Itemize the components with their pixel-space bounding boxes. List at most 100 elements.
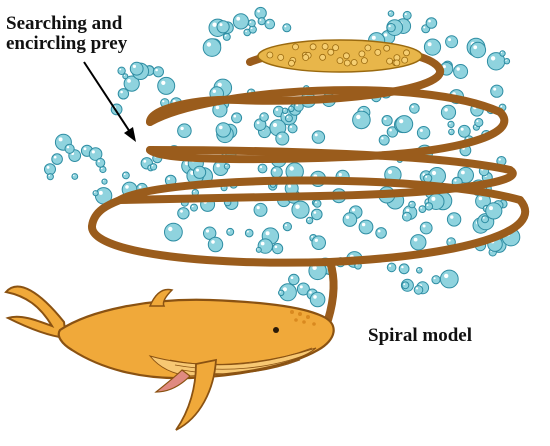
bubble-highlight <box>410 202 412 205</box>
bubble <box>257 163 268 174</box>
bubble-highlight <box>53 155 57 159</box>
bubble-highlight <box>384 117 387 121</box>
bubble-highlight <box>58 137 63 142</box>
bubble-highlight <box>245 30 247 33</box>
bubble-highlight <box>314 238 318 242</box>
spiral-tail-to-whale <box>324 258 338 324</box>
bubble <box>117 88 130 100</box>
bubble <box>457 124 471 138</box>
spiral-loop-2-front <box>146 108 509 164</box>
bubble-highlight <box>417 268 419 270</box>
bubble-highlight <box>500 105 503 108</box>
bubble-highlight <box>419 129 423 132</box>
bubble-highlight <box>155 68 158 72</box>
spiral-loop-2-back <box>146 86 504 126</box>
bubble-highlight <box>361 222 366 227</box>
krill <box>292 43 299 51</box>
bubble-highlight <box>428 19 431 23</box>
bubble <box>71 173 79 180</box>
bubble-highlight <box>101 167 103 170</box>
bubble-highlight <box>219 125 223 130</box>
bubble <box>129 61 144 76</box>
bubble <box>177 207 190 220</box>
bubble-highlight <box>123 74 125 76</box>
bubble-highlight <box>73 174 75 177</box>
searching-prey-label-line1: Searching and <box>6 13 123 34</box>
krill <box>393 59 401 67</box>
bubble <box>416 126 431 140</box>
krill <box>401 56 409 64</box>
bubble <box>481 215 489 224</box>
whale-tail <box>4 285 68 340</box>
bubble-highlight <box>484 206 487 209</box>
bubble-highlight <box>413 237 418 242</box>
bubble-highlight <box>127 79 131 83</box>
bubble-highlight <box>389 264 392 267</box>
bubble-highlight <box>442 65 446 69</box>
bubble <box>425 17 438 29</box>
bubble-highlight <box>284 25 287 28</box>
bubble-highlight <box>311 235 313 238</box>
bubble <box>386 262 397 273</box>
bubble-highlight <box>381 137 384 140</box>
bubble-highlight <box>91 150 95 154</box>
bubble-highlight <box>83 147 87 151</box>
bubble <box>264 18 276 30</box>
bubble <box>244 228 254 238</box>
bubble <box>439 269 459 289</box>
bubble-highlight <box>401 265 404 269</box>
krill <box>266 51 274 59</box>
bubble-highlight <box>426 204 429 207</box>
bubble-highlight <box>162 100 165 103</box>
bubble-highlight <box>151 164 154 167</box>
bubble <box>247 19 256 28</box>
bubble <box>402 10 412 20</box>
prey-swarm <box>257 39 423 73</box>
bubble-highlight <box>371 35 376 40</box>
bubble <box>149 163 158 171</box>
krill <box>309 43 317 51</box>
krill <box>277 54 285 61</box>
bubble <box>101 178 108 185</box>
bubble <box>358 219 374 235</box>
humpback-whale-icon <box>4 285 335 431</box>
bubble-highlight <box>274 245 278 249</box>
bubble-highlight <box>125 185 129 189</box>
searching-prey-label: Searching and encircling prey <box>6 14 127 54</box>
bubble <box>402 211 412 222</box>
bubble-highlight <box>279 291 281 293</box>
bubble-highlight <box>444 108 448 112</box>
bubble-highlight <box>273 168 277 172</box>
bubble-highlight <box>389 11 391 14</box>
bubble-highlight <box>505 59 507 61</box>
bubble-highlight <box>219 23 223 27</box>
bubble <box>122 171 130 180</box>
bubble-highlight <box>454 179 457 182</box>
bubble-highlight <box>420 207 423 209</box>
bubble <box>311 130 326 144</box>
bubble-highlight <box>351 208 356 212</box>
bubble <box>117 66 126 76</box>
bubble-highlight <box>233 114 237 118</box>
bubble <box>255 246 262 253</box>
bubble-highlight <box>431 196 436 201</box>
bubble-highlight <box>275 108 279 111</box>
krill <box>288 59 295 67</box>
bubble-highlight <box>66 146 70 149</box>
bubble-highlight <box>211 240 215 244</box>
bubble-highlight <box>248 90 251 93</box>
bubble-highlight <box>48 174 50 177</box>
bubble <box>401 281 410 290</box>
krill <box>350 59 358 66</box>
bubble-highlight <box>307 218 310 221</box>
bubble <box>270 166 283 179</box>
krill <box>374 49 382 56</box>
spiral-loop-4-front <box>88 196 530 267</box>
bubble-highlight <box>299 285 303 289</box>
bubble-highlight <box>215 105 220 110</box>
bubble-highlight <box>482 217 485 219</box>
bubble-highlight <box>103 180 105 182</box>
bubble <box>408 200 416 209</box>
bubble <box>413 285 424 295</box>
